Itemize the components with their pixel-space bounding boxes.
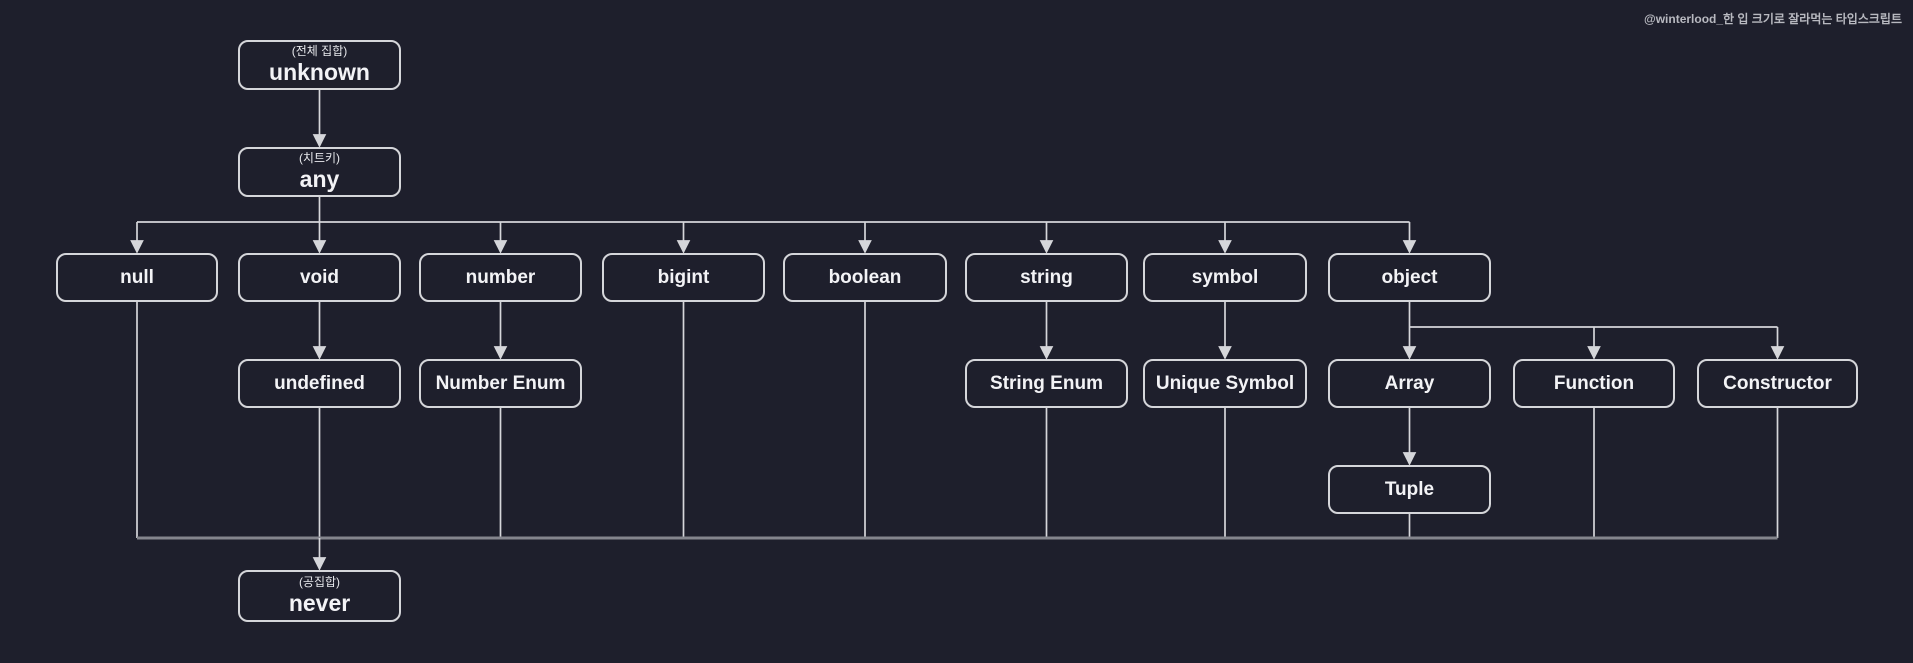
node-array: Array: [1328, 359, 1491, 408]
node-number-enum: Number Enum: [419, 359, 582, 408]
node-any: (치트키)any: [238, 147, 401, 197]
node-string: string: [965, 253, 1128, 302]
node-bigint: bigint: [602, 253, 765, 302]
node-constructor: Constructor: [1697, 359, 1858, 408]
node-label: number: [465, 266, 536, 288]
node-symbol: symbol: [1143, 253, 1307, 302]
node-number: number: [419, 253, 582, 302]
node-label: bigint: [657, 266, 710, 288]
node-label: string: [1020, 266, 1073, 288]
node-void: void: [238, 253, 401, 302]
node-string-enum: String Enum: [965, 359, 1128, 408]
node-tuple: Tuple: [1328, 465, 1491, 514]
node-boolean: boolean: [783, 253, 947, 302]
node-label: Tuple: [1384, 478, 1435, 500]
node-label: Constructor: [1723, 372, 1832, 394]
node-object: object: [1328, 253, 1491, 302]
node-caption: (치트키): [298, 150, 341, 165]
node-label: object: [1381, 266, 1438, 288]
node-function: Function: [1513, 359, 1675, 408]
node-null: null: [56, 253, 218, 302]
node-undefined: undefined: [238, 359, 401, 408]
node-label: String Enum: [990, 372, 1103, 394]
node-label: never: [288, 589, 351, 616]
node-label: Function: [1553, 372, 1635, 394]
node-caption: (전체 집합): [291, 43, 348, 58]
node-label: void: [299, 266, 340, 288]
node-unique-symbol: Unique Symbol: [1143, 359, 1307, 408]
node-label: unknown: [269, 58, 370, 85]
node-never: (공집합)never: [238, 570, 401, 622]
attribution-text: @winterlood_한 입 크기로 잘라먹는 타입스크립트: [1644, 12, 1902, 26]
node-label: null: [120, 266, 154, 288]
node-caption: (공집합): [298, 574, 341, 589]
node-unknown: (전체 집합)unknown: [238, 40, 401, 90]
node-label: Unique Symbol: [1155, 372, 1295, 394]
node-label: boolean: [828, 266, 902, 288]
node-label: Number Enum: [435, 372, 566, 394]
node-label: Array: [1384, 372, 1435, 394]
node-label: any: [299, 165, 340, 192]
node-label: undefined: [274, 372, 365, 394]
node-label: symbol: [1191, 266, 1259, 288]
